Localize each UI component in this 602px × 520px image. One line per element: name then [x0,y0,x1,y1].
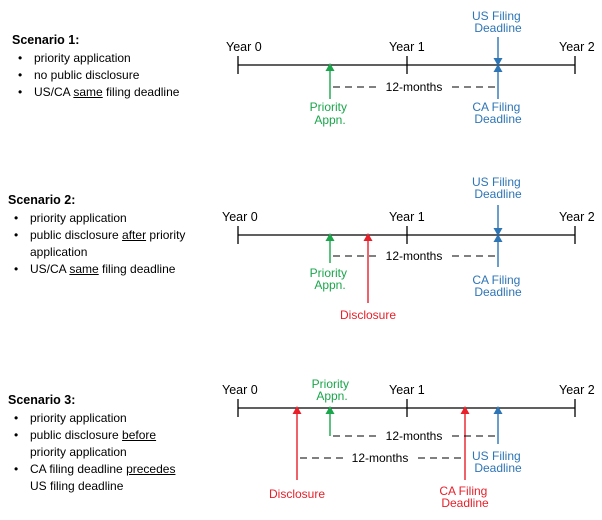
year-2-label: Year 2 [559,383,595,397]
bullet-text: filing deadline [98,262,176,276]
scenario-3-bullets: priority application public disclosure b… [8,410,193,495]
scenario-2-timeline: Year 0 Year 1 Year 2 Priority Appn. Disc… [222,175,595,322]
year-2-label: Year 2 [559,40,595,54]
bullet: no public disclosure [18,67,202,84]
bullet-text: priority application [30,211,127,225]
span-label: 12-months [386,249,443,263]
bullet-emphasis: precedes [126,462,176,476]
us-deadline-arrowhead [493,228,503,236]
us-deadline-label: US Filing Deadline [472,449,524,475]
us-deadline-arrowhead [493,58,503,66]
bullet-text: priority application [30,228,186,259]
bullet-emphasis: same [73,85,103,99]
bullet-text: priority application [30,445,127,459]
year-2-label: Year 2 [559,210,595,224]
bullet-text: public disclosure [30,428,123,442]
bullet: public disclosure before priority applic… [14,427,193,461]
span-label: 12-months [386,80,443,94]
scenario-2-text: Scenario 2: priority application public … [8,192,188,278]
bullet: priority application [14,410,193,427]
bullet: US/CA same filing deadline [14,261,188,278]
scenario-1-bullets: priority application no public disclosur… [12,50,202,101]
scenario-1-text: Scenario 1: priority application no publ… [12,32,202,101]
disclosure-span-label: 12-months [352,451,409,465]
us-deadline-label: US Filing Deadline [472,175,524,201]
us-deadline-arrowhead [493,406,503,414]
year-0-label: Year 0 [222,383,258,397]
year-1-label: Year 1 [389,383,425,397]
bullet-text: filing deadline [102,85,180,99]
year-0-label: Year 0 [222,210,258,224]
bullet: priority application [14,210,188,227]
ca-deadline-label: CA Filing Deadline [472,273,523,299]
year-1-label: Year 1 [389,40,425,54]
priority-arrowhead [325,233,335,241]
scenario-1-timeline: Year 0 Year 1 Year 2 Priority Appn. US F… [226,9,595,127]
bullet: priority application [18,50,202,67]
scenario-1-title: Scenario 1: [12,33,80,47]
priority-label: Priority Appn. [312,377,353,403]
scenario-2-bullets: priority application public disclosure a… [8,210,188,278]
priority-label: Priority Appn. [310,266,351,292]
bullet-text: public disclosure [30,228,123,242]
bullet-text: US/CA [34,85,74,99]
bullet-text: priority application [30,411,127,425]
bullet: public disclosure after priority applica… [14,227,188,261]
us-deadline-label: US Filing Deadline [472,9,524,35]
disclosure-arrowhead [363,233,373,241]
bullet: CA filing deadline precedes US filing de… [14,461,193,495]
ca-deadline-label: CA Filing Deadline [439,484,490,510]
bullet-emphasis: after [122,228,147,242]
ca-deadline-label: CA Filing Deadline [472,100,523,126]
bullet-emphasis: same [69,262,99,276]
bullet-text: priority application [34,51,131,65]
scenario-3-timeline: Year 0 Year 1 Year 2 Priority Appn. Disc… [222,377,595,510]
ca-deadline-arrowhead [493,234,503,242]
bullet: US/CA same filing deadline [18,84,202,101]
bullet-text: US filing deadline [30,479,124,493]
priority-span-label: 12-months [386,429,443,443]
ca-deadline-arrowhead [493,64,503,72]
priority-arrowhead [325,63,335,71]
year-0-label: Year 0 [226,40,262,54]
bullet-text: CA filing deadline [30,462,127,476]
scenario-3-text: Scenario 3: priority application public … [8,392,193,495]
scenario-3-title: Scenario 3: [8,393,76,407]
ca-deadline-arrowhead [460,406,470,414]
disclosure-label: Disclosure [340,308,396,322]
bullet-text: no public disclosure [34,68,140,82]
year-1-label: Year 1 [389,210,425,224]
disclosure-arrowhead [292,406,302,414]
bullet-text: US/CA [30,262,70,276]
priority-arrowhead [325,406,335,414]
bullet-emphasis: before [122,428,157,442]
scenario-2-title: Scenario 2: [8,193,76,207]
disclosure-label: Disclosure [269,487,325,501]
priority-label: Priority Appn. [310,100,351,127]
